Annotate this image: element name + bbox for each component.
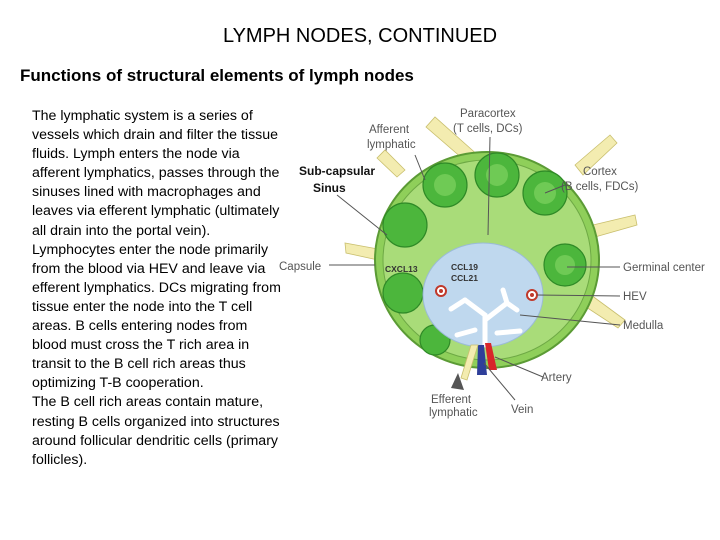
slide-title: LYMPH NODES, CONTINUED [222,25,498,47]
efferent-arrow [451,373,464,390]
body-text: The lymphatic system is a series of vess… [32,107,282,470]
artery-vessel [485,343,497,370]
lymph-node-diagram: Paracortex (T cells, DCs) Afferent lymph… [279,108,705,419]
label-vein: Vein [511,404,533,416]
efferent-vessel [460,344,479,381]
label-efferent: Efferent [431,394,472,406]
label-cortex-detail: (B cells, FDCs) [561,181,638,193]
medulla [448,287,523,348]
label-paracortex-detail: (T cells, DCs) [453,123,523,135]
label-afferent-lymphatic: lymphatic [367,139,416,151]
label-afferent: Afferent [369,124,410,136]
label-capsule: Capsule [279,261,321,273]
slide-subtitle: Functions of structural elements of lymp… [20,66,414,85]
label-paracortex: Paracortex [460,108,516,120]
germinal-centers [434,164,575,275]
label-efferent-lymphatic: lymphatic [429,407,478,419]
label-hev: HEV [623,291,647,303]
label-ccl21: CCL21 [451,273,478,283]
label-subcapsular: Sub-capsular [299,164,375,178]
label-sinus: Sinus [313,181,346,195]
pointer-lines [329,136,621,401]
label-artery: Artery [541,372,572,384]
label-cortex: Cortex [583,166,617,178]
label-cxcl13: CXCL13 [385,264,418,274]
label-ccl19: CCL19 [451,262,478,272]
body-paragraph-1: The lymphatic system is a series of vess… [32,108,281,392]
body-paragraph-2: The B cell rich areas contain mature, re… [32,394,280,468]
label-medulla: Medulla [623,320,664,332]
vein-vessel [477,345,487,375]
label-germinal-center: Germinal center [623,262,705,274]
